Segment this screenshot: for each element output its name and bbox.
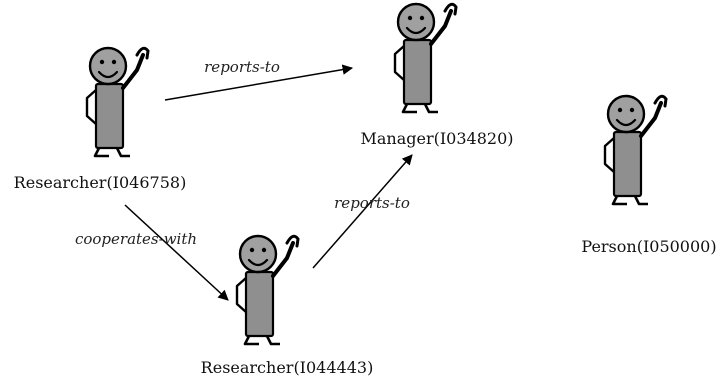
- edge-label-reports-to-2: reports-to: [334, 194, 410, 212]
- stick-figure-icon: [235, 234, 300, 346]
- node-label: Manager(I034820): [360, 129, 513, 148]
- node-person-i050000: Person(I050000): [581, 94, 717, 256]
- stick-figure-icon: [85, 46, 150, 158]
- edge-label-cooperates-with: cooperates-with: [75, 230, 197, 248]
- edge-cooperates-with: [124, 204, 229, 301]
- stick-figure-icon: [393, 2, 458, 114]
- edge-label-reports-to-1: reports-to: [204, 58, 280, 76]
- node-manager-i034820: Manager(I034820): [360, 2, 514, 148]
- node-label: Researcher(I046758): [14, 173, 187, 192]
- node-researcher-i044443: Researcher(I044443): [201, 234, 374, 377]
- node-label: Researcher(I044443): [201, 358, 374, 377]
- stick-figure-icon: [603, 94, 668, 206]
- node-researcher-i046758: Researcher(I046758): [14, 46, 187, 192]
- node-label: Person(I050000): [581, 237, 716, 256]
- edge-reports-to-2: [312, 154, 413, 269]
- edge-reports-to-1: [164, 64, 354, 101]
